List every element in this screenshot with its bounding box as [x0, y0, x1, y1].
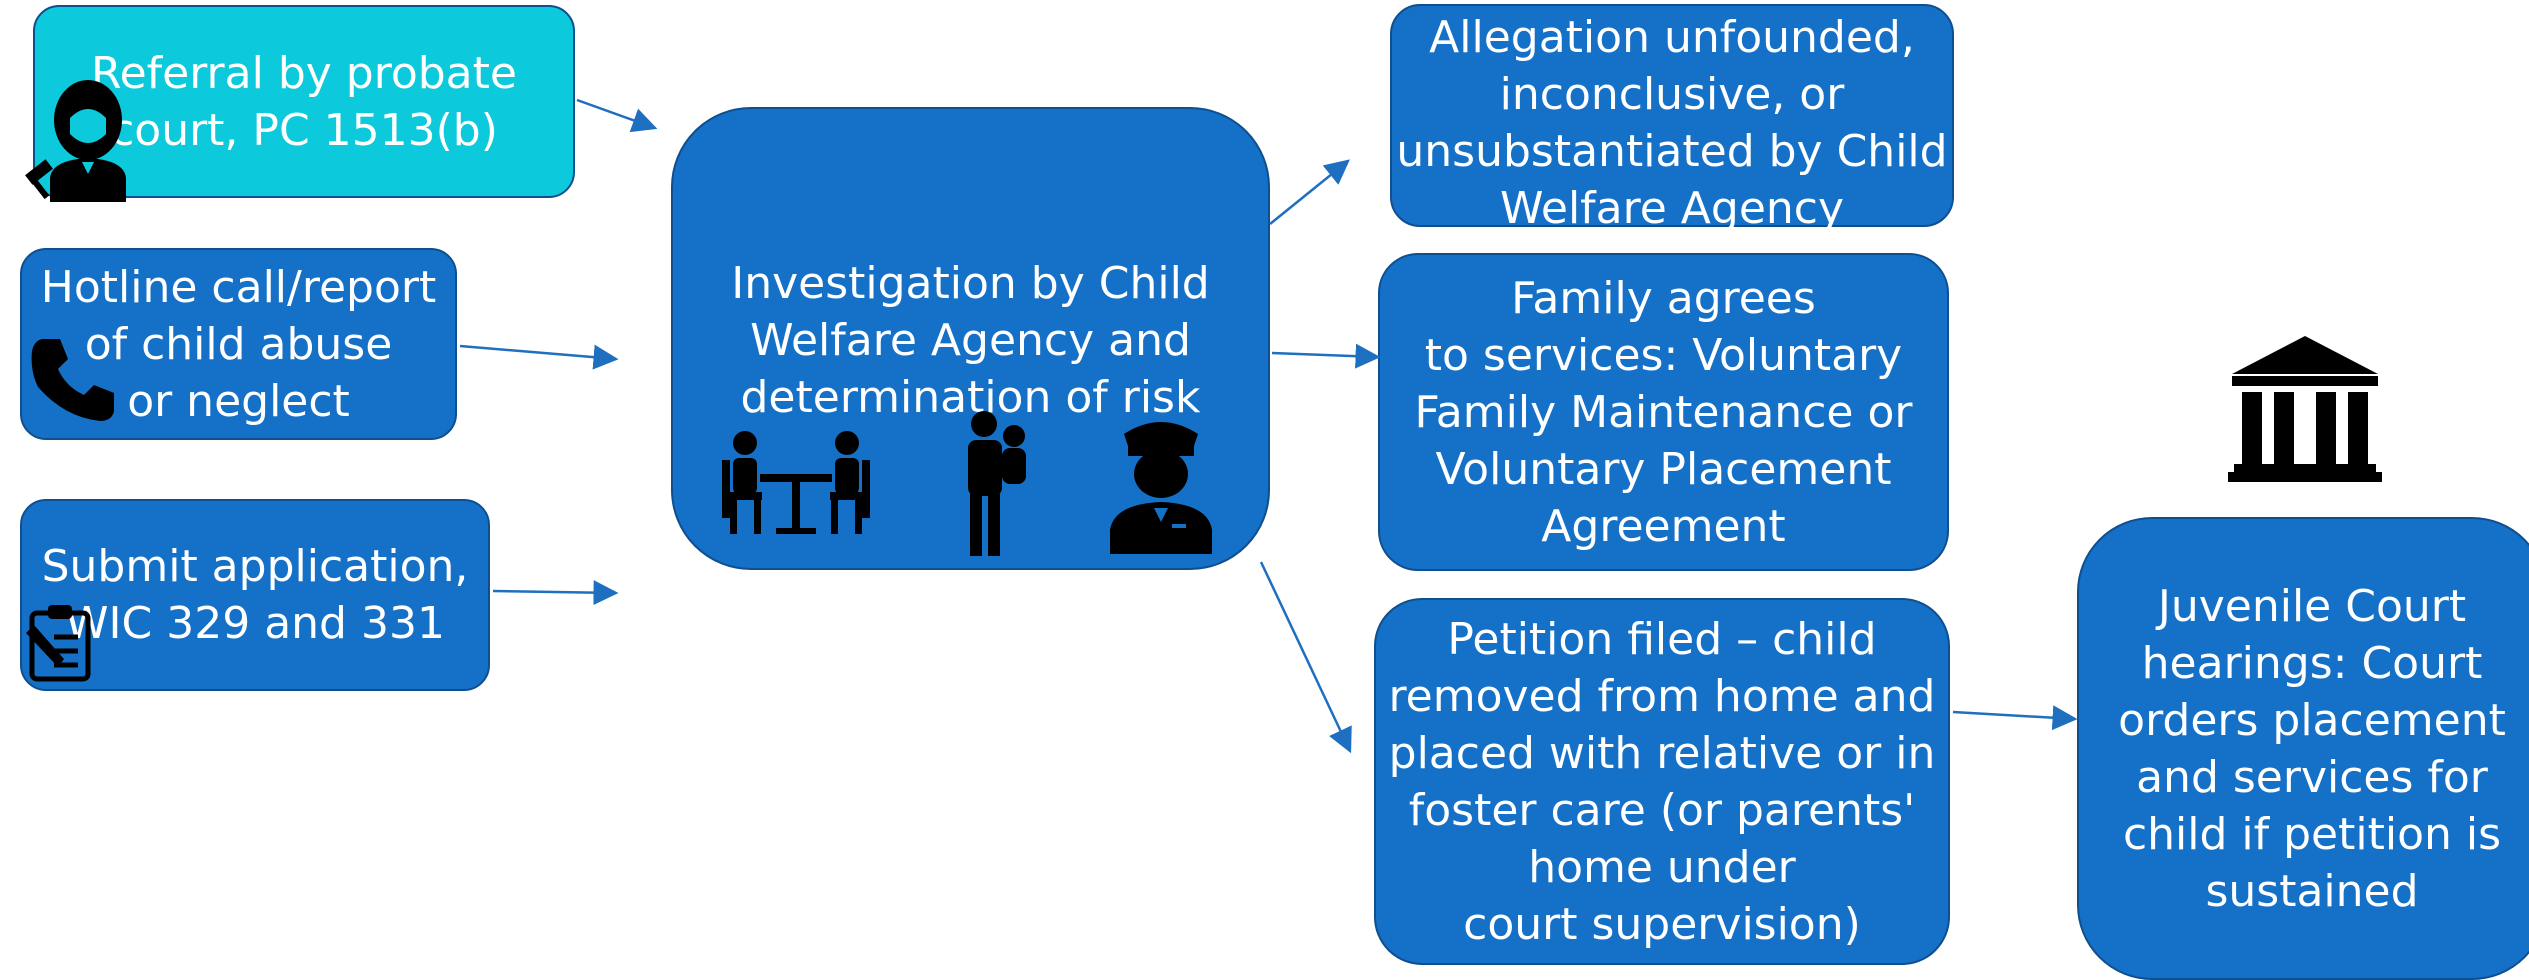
application-label: Submit application, WIC 329 and 331 — [41, 541, 469, 649]
clipboard-icon — [26, 605, 91, 682]
unfounded-box: Allegation unfounded, inconclusive, or u… — [1390, 4, 1954, 234]
arrow-investigation-to-voluntary — [1271, 343, 1381, 369]
courthouse-icon — [2228, 336, 2382, 482]
arrow-investigation-to-petition — [1259, 561, 1352, 754]
hotline-label: Hotline call/report of child abuse or ne… — [40, 261, 437, 427]
referral-box: Referral by probate court, PC 1513(b) — [33, 5, 575, 198]
arrow-petition-to-juvenile-court — [1952, 705, 2078, 731]
petition-label: Petition filed – child removed from home… — [1388, 613, 1936, 950]
application-box: Submit application, WIC 329 and 331 — [20, 499, 490, 691]
voluntary-box: Family agrees to services: Voluntary Fam… — [1378, 253, 1949, 571]
juvenile-court-label: Juvenile Court hearings: Court orders pl… — [2118, 580, 2506, 917]
judge-icon — [25, 80, 126, 202]
referral-label: Referral by probate court, PC 1513(b) — [91, 47, 517, 156]
meeting-icon — [722, 431, 870, 534]
petition-box: Petition filed – child removed from home… — [1374, 598, 1950, 965]
juvenile-court-box: Juvenile Court hearings: Court orders pl… — [2077, 517, 2529, 980]
arrow-investigation-to-unfounded — [1269, 159, 1350, 225]
phone-icon — [31, 339, 115, 421]
arrow-hotline-to-investigation — [459, 344, 619, 370]
arrow-referral-to-investigation — [576, 98, 658, 133]
unfounded-label: Allegation unfounded, inconclusive, or u… — [1396, 12, 1948, 234]
investigation-label: Investigation by Child Welfare Agency an… — [731, 258, 1210, 423]
police-officer-icon — [1110, 422, 1212, 554]
parent-child-icon — [968, 411, 1026, 556]
voluntary-label: Family agrees to services: Voluntary Fam… — [1414, 272, 1913, 552]
arrow-application-to-investigation — [492, 580, 619, 606]
